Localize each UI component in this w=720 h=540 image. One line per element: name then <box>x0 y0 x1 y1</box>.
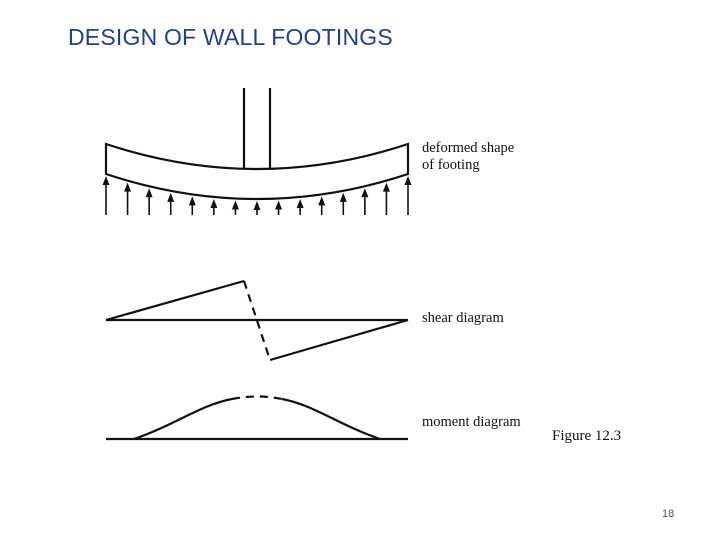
deformed-footing <box>104 142 410 201</box>
pressure-arrow-head <box>124 182 132 192</box>
pressure-arrow-head <box>275 200 283 210</box>
pressure-arrow-head <box>339 192 347 202</box>
pressure-arrow-head <box>382 182 390 192</box>
pressure-arrow-head <box>253 201 261 210</box>
shear-right-triangle <box>269 318 409 362</box>
slide-title: DESIGN OF WALL FOOTINGS <box>68 24 393 50</box>
pressure-arrow-head <box>210 198 218 208</box>
moment-curve-top <box>231 395 283 401</box>
pressure-arrow-head <box>361 188 369 198</box>
pressure-arrow-head <box>318 196 326 206</box>
moment-diagram-label: moment diagram <box>422 414 521 430</box>
shear-left-triangle <box>105 279 245 322</box>
shear-diagram-label: shear diagram <box>422 310 504 326</box>
wall <box>242 88 272 169</box>
pressure-arrow-head <box>167 192 175 202</box>
pressure-arrow-head <box>188 196 196 206</box>
deformed-shape-label-line2: of footing <box>422 157 480 173</box>
pressure-arrow-head <box>404 176 412 185</box>
pressure-arrow-head <box>231 200 239 210</box>
moment-curve-right <box>281 397 381 441</box>
deformed-shape-label-line1: deformed shape <box>422 140 515 156</box>
soil-pressure-arrows <box>102 176 412 215</box>
pressure-arrow-head <box>145 188 153 198</box>
deformed-shape-label: deformed shape of footing <box>422 140 542 174</box>
moment-curve-left <box>133 397 233 441</box>
shear-diagram <box>105 279 409 362</box>
page-number: 18 <box>662 508 675 520</box>
pressure-arrow-head <box>102 176 110 185</box>
moment-diagram <box>106 395 408 441</box>
figure-caption: Figure 12.3 <box>552 428 622 444</box>
pressure-arrow-head <box>296 198 304 208</box>
